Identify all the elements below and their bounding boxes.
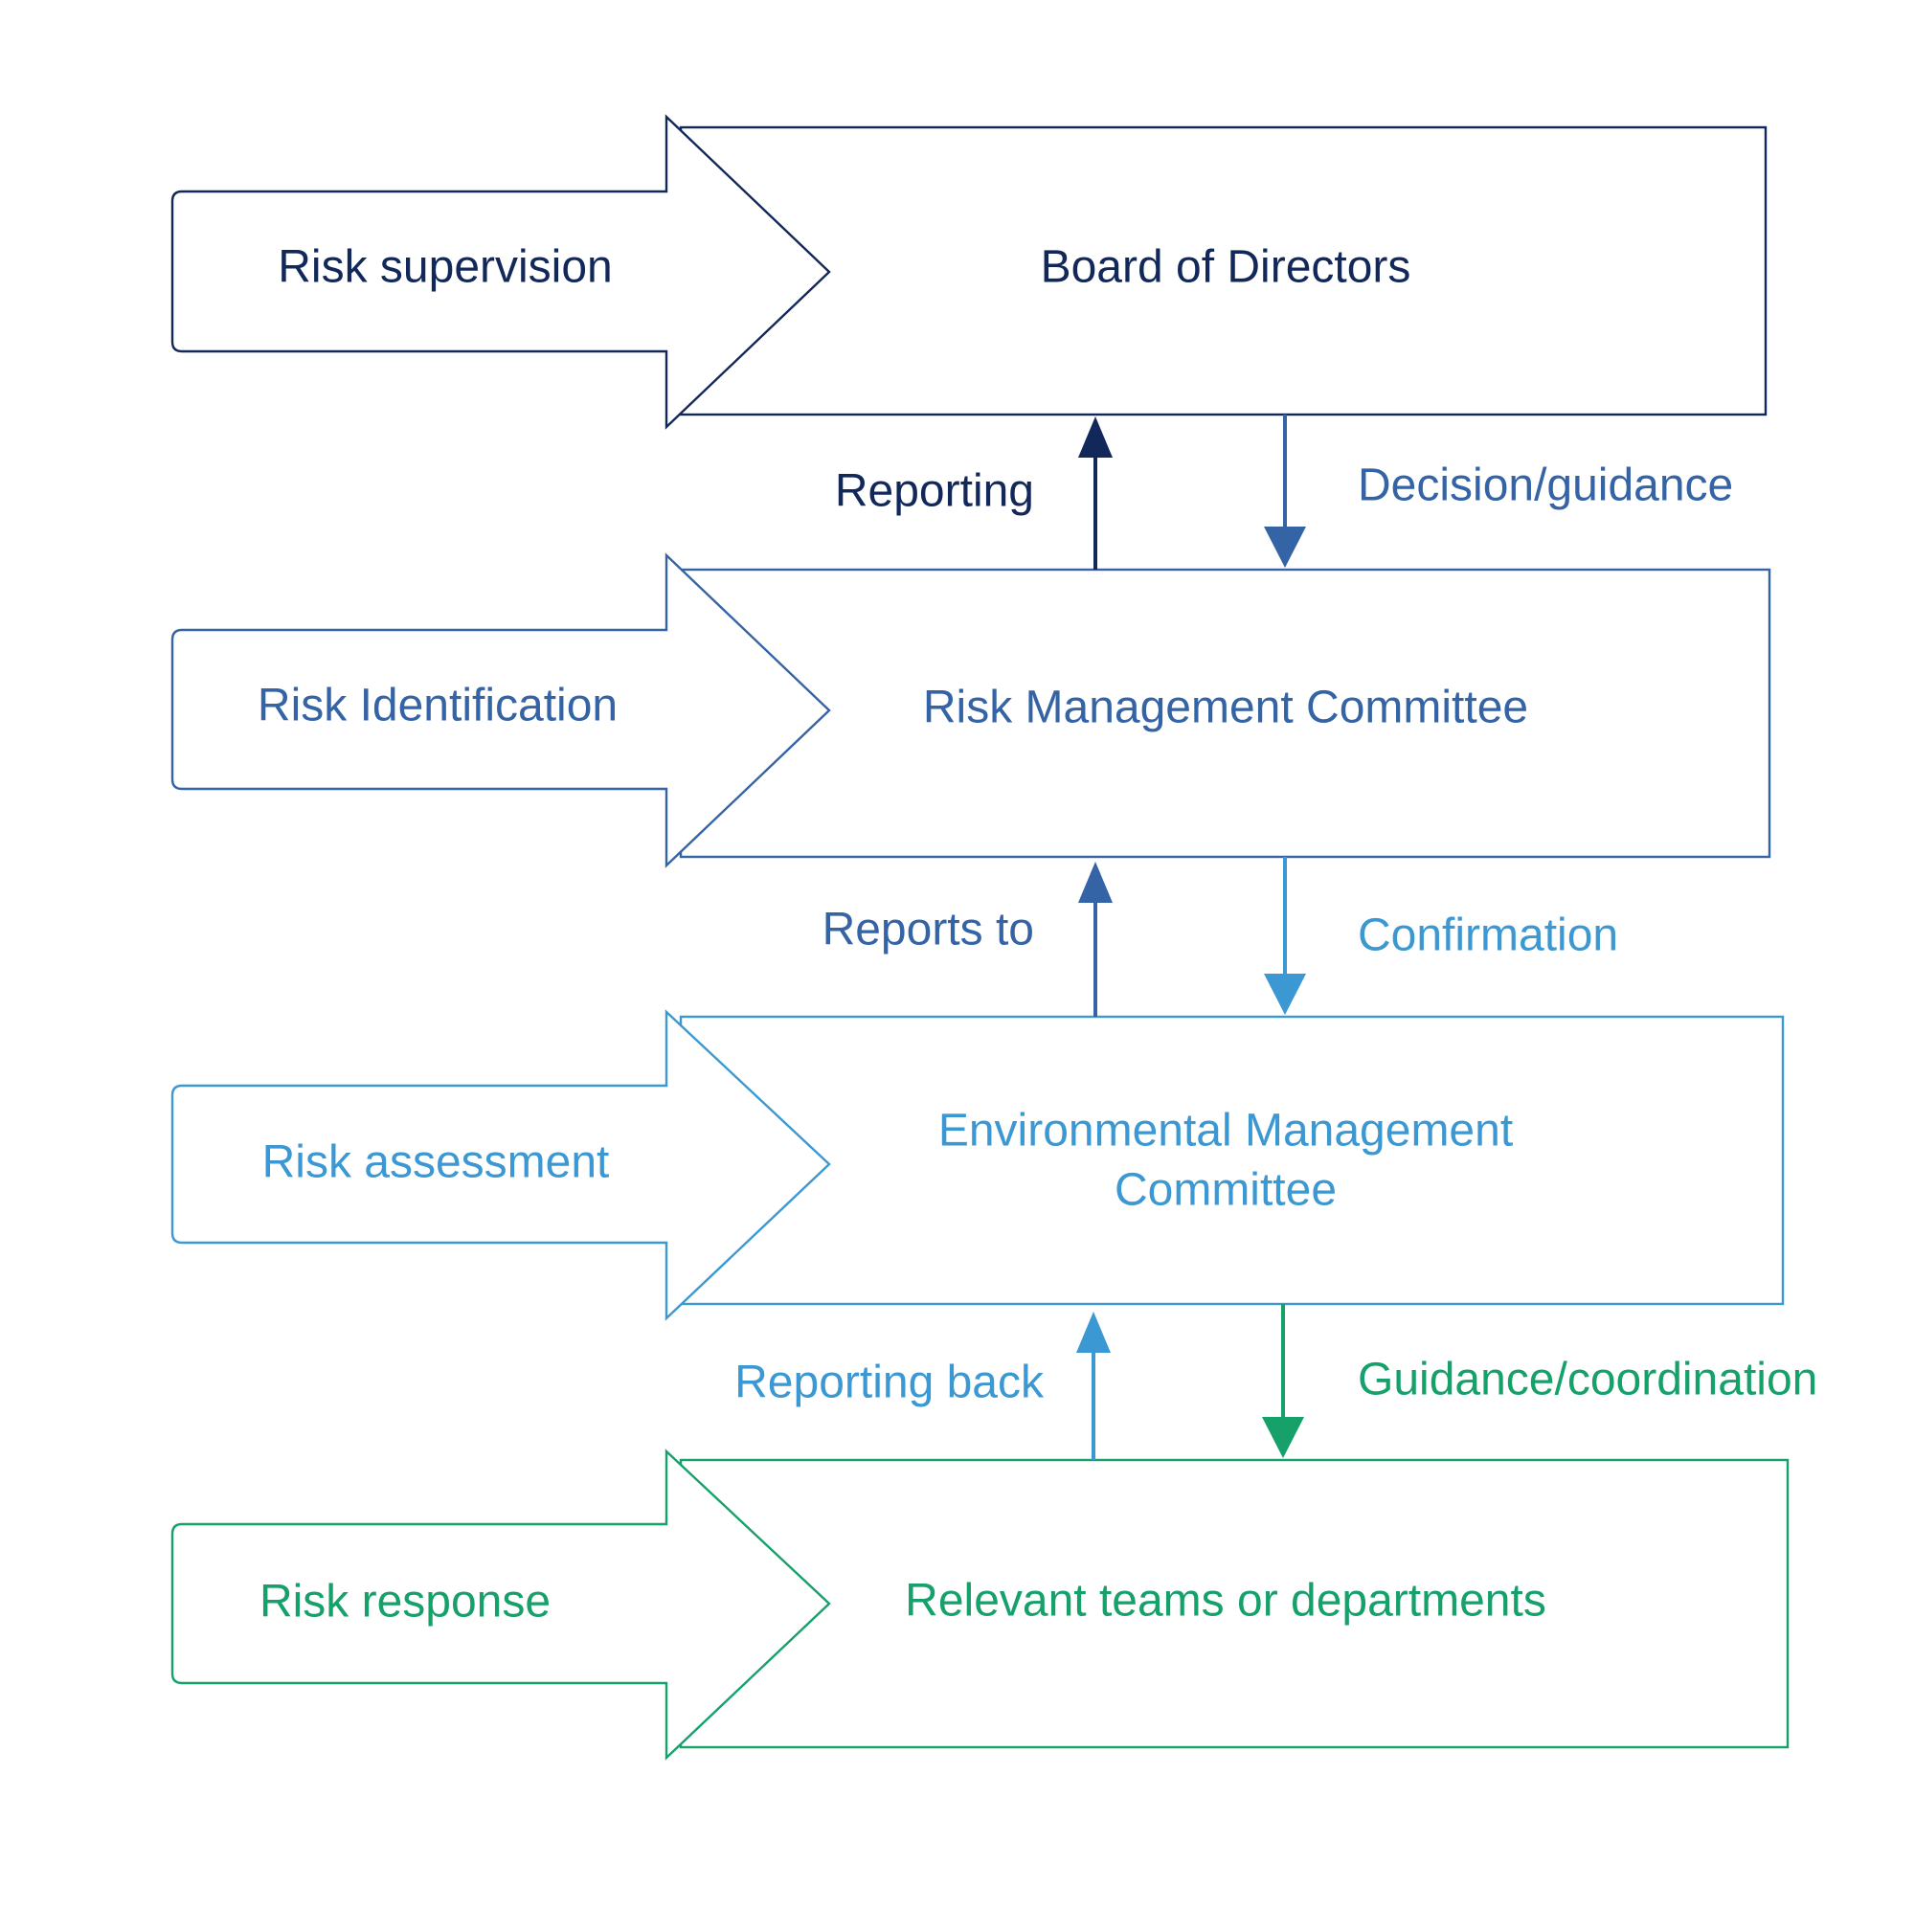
reporting-back-up-arrowhead bbox=[1076, 1312, 1111, 1353]
reports-to-up-arrowhead bbox=[1078, 862, 1113, 903]
level-environmental: Risk assessment Environmental Management… bbox=[170, 1009, 1785, 1321]
risk-identification-label: Risk Identification bbox=[258, 681, 618, 731]
relevant-teams-label: Relevant teams or departments bbox=[905, 1576, 1546, 1627]
level-board: Risk supervision Board of Directors bbox=[170, 114, 1768, 430]
risk-supervision-label: Risk supervision bbox=[278, 242, 612, 293]
decision-guidance-label: Decision/guidance bbox=[1358, 461, 1733, 511]
risk-identification-arrow bbox=[170, 552, 831, 868]
connection-rmc-env: Reports to Confirmation bbox=[822, 857, 1618, 1017]
reporting-label: Reporting bbox=[835, 466, 1034, 517]
risk-supervision-arrow bbox=[170, 114, 831, 430]
environmental-committee-label-line2: Committee bbox=[1115, 1165, 1337, 1216]
environmental-box bbox=[679, 1015, 1785, 1306]
reports-to-label: Reports to bbox=[822, 905, 1034, 955]
level-risk-management: Risk Identification Risk Management Comm… bbox=[170, 552, 1771, 868]
confirmation-down-arrowhead bbox=[1264, 974, 1306, 1015]
guidance-coordination-label: Guidance/coordination bbox=[1358, 1355, 1817, 1405]
connection-board-rmc: Reporting Decision/guidance bbox=[835, 415, 1733, 570]
decision-down-arrowhead bbox=[1264, 527, 1306, 568]
risk-assessment-label: Risk assessment bbox=[262, 1137, 610, 1188]
reporting-up-arrowhead bbox=[1078, 416, 1113, 458]
risk-management-committee-label: Risk Management Committee bbox=[923, 683, 1528, 733]
teams-box bbox=[679, 1458, 1790, 1749]
board-box bbox=[679, 125, 1768, 416]
level-teams: Risk response Relevant teams or departme… bbox=[170, 1449, 1790, 1761]
guidance-down-arrowhead bbox=[1262, 1417, 1304, 1458]
environmental-committee-label-line1: Environmental Management bbox=[938, 1106, 1513, 1157]
confirmation-label: Confirmation bbox=[1358, 910, 1618, 961]
risk-assessment-arrow bbox=[170, 1009, 831, 1321]
risk-response-arrow bbox=[170, 1449, 831, 1761]
reporting-back-label: Reporting back bbox=[734, 1358, 1045, 1408]
connection-env-teams: Reporting back Guidance/coordination bbox=[734, 1304, 1817, 1460]
board-of-directors-label: Board of Directors bbox=[1041, 242, 1411, 293]
risk-management-box bbox=[679, 568, 1771, 859]
risk-response-label: Risk response bbox=[259, 1577, 551, 1628]
